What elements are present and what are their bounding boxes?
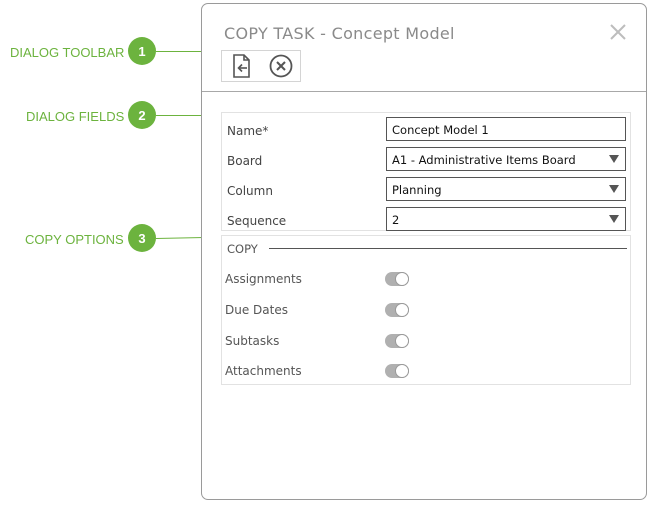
sequence-select[interactable]: 2	[386, 207, 626, 231]
toggle-knob	[395, 303, 409, 317]
column-select[interactable]: Planning	[386, 177, 626, 201]
field-label: Column	[227, 184, 273, 198]
option-row-due-dates: Due Dates	[222, 300, 630, 320]
close-icon[interactable]	[608, 22, 628, 42]
dialog-toolbar	[221, 50, 301, 82]
due-dates-toggle[interactable]	[385, 303, 409, 317]
subtasks-toggle[interactable]	[385, 334, 409, 348]
toggle-knob	[395, 272, 409, 286]
sequence-select-value: 2	[392, 213, 400, 227]
section-divider	[269, 248, 627, 249]
field-row-sequence: Sequence 2	[222, 207, 630, 233]
toggle-knob	[395, 364, 409, 378]
callout-line	[156, 51, 220, 52]
field-label: Sequence	[227, 214, 287, 228]
dialog-fields: Name* Concept Model 1 Board A1 - Adminis…	[221, 112, 631, 231]
callout-badge: 2	[128, 101, 156, 129]
toolbar-divider	[202, 91, 646, 92]
field-row-name: Name* Concept Model 1	[222, 117, 630, 143]
copy-options-title: COPY	[227, 242, 258, 256]
field-label: Name*	[227, 124, 269, 138]
field-row-column: Column Planning	[222, 177, 630, 203]
option-label: Assignments	[225, 272, 302, 286]
option-row-attachments: Attachments	[222, 361, 630, 381]
copy-options: COPY Assignments Due Dates Subtasks Atta…	[221, 235, 631, 385]
callout-label: COPY OPTIONS	[25, 232, 124, 247]
dropdown-arrow-icon[interactable]	[603, 208, 625, 230]
dialog-title: COPY TASK - Concept Model	[224, 24, 455, 43]
option-label: Subtasks	[225, 334, 280, 348]
callout-line	[156, 115, 220, 116]
callout-badge: 1	[128, 37, 156, 65]
copy-document-icon[interactable]	[222, 51, 261, 81]
cancel-circle-icon[interactable]	[261, 51, 300, 81]
field-row-board: Board A1 - Administrative Items Board	[222, 147, 630, 173]
board-select[interactable]: A1 - Administrative Items Board	[386, 147, 626, 171]
option-row-assignments: Assignments	[222, 269, 630, 289]
toggle-knob	[395, 334, 409, 348]
attachments-toggle[interactable]	[385, 364, 409, 378]
dropdown-arrow-icon[interactable]	[603, 178, 625, 200]
option-label: Due Dates	[225, 303, 288, 317]
copy-task-dialog: COPY TASK - Concept Model Nam	[201, 3, 647, 500]
dropdown-arrow-icon[interactable]	[603, 148, 625, 170]
callout-label: DIALOG TOOLBAR	[10, 45, 125, 60]
field-label: Board	[227, 154, 263, 168]
name-input[interactable]: Concept Model 1	[386, 117, 626, 141]
option-label: Attachments	[225, 364, 302, 378]
column-select-value: Planning	[392, 183, 442, 197]
callout-label: DIALOG FIELDS	[26, 109, 125, 124]
board-select-value: A1 - Administrative Items Board	[392, 153, 576, 167]
assignments-toggle[interactable]	[385, 272, 409, 286]
option-row-subtasks: Subtasks	[222, 331, 630, 351]
callout-badge: 3	[128, 224, 156, 252]
